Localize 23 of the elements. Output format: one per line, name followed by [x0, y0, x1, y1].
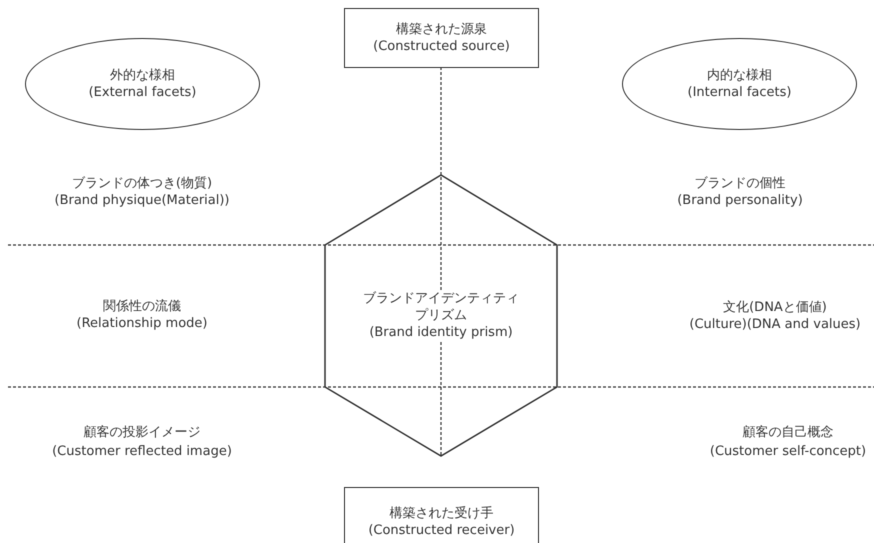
node-title: 外的な様相	[110, 67, 175, 84]
node-title: 構築された受け手	[390, 505, 494, 522]
node-subtitle: (Internal facets)	[688, 84, 792, 101]
facet-translation: (Relationship mode)	[76, 315, 208, 332]
facet-label: 顧客の自己概念	[742, 424, 834, 441]
facet-translation: (Brand physique(Material))	[54, 192, 230, 209]
node-subtitle: (External facets)	[88, 84, 196, 101]
node-subtitle: (Constructed receiver)	[368, 522, 515, 539]
node-subtitle: (Constructed source)	[373, 38, 510, 55]
facet-label: ブランドの個性	[694, 175, 786, 192]
label-box	[344, 487, 539, 543]
prism-hexagon	[324, 174, 558, 457]
label-box	[344, 8, 539, 68]
facet-label: 関係性の流儀	[103, 298, 181, 315]
facet-translation: (Culture)(DNA and values)	[689, 316, 861, 333]
facet-translation: (Customer self-concept)	[710, 443, 866, 460]
facet-label: 文化(DNAと価値)	[723, 299, 827, 316]
node-title: 内的な様相	[707, 67, 772, 84]
facet-translation: (Customer reflected image)	[52, 443, 232, 460]
facet-translation: (Brand personality)	[677, 192, 803, 209]
facet-label: ブランドの体つき(物質)	[72, 175, 212, 192]
facet-label: 顧客の投影イメージ	[84, 424, 200, 441]
node-title: 構築された源泉	[396, 21, 487, 38]
